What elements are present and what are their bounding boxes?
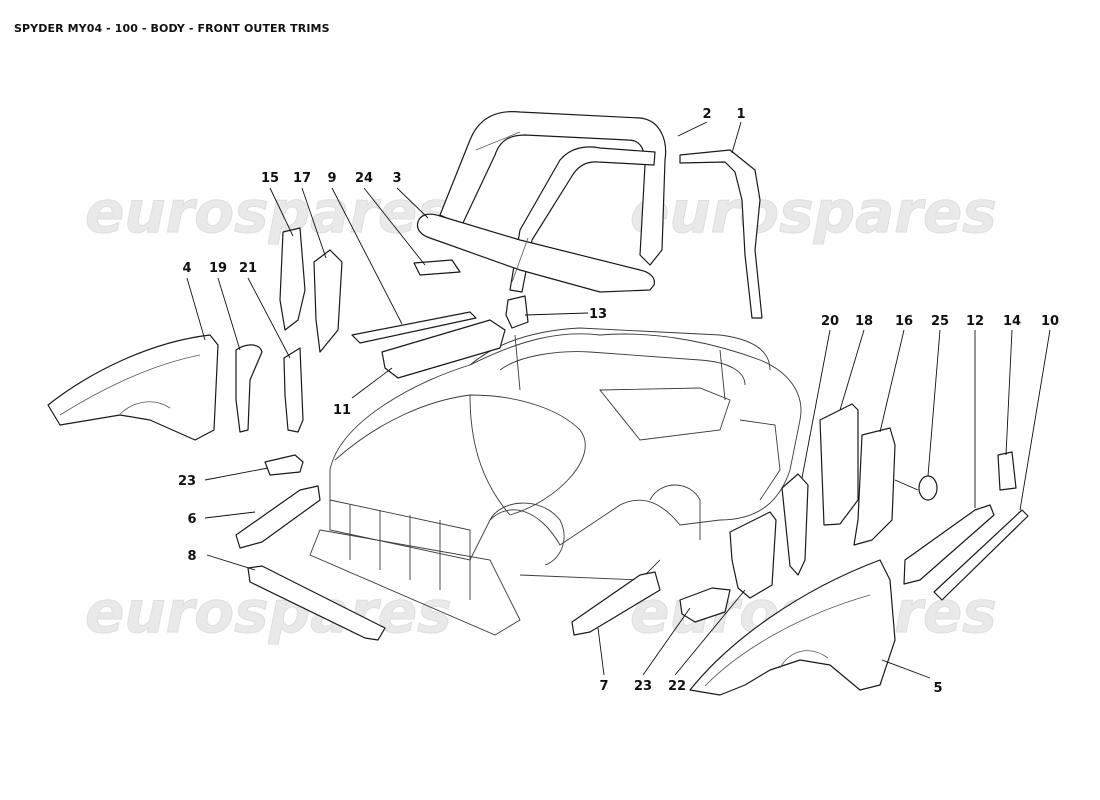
part-22-panel <box>729 511 777 599</box>
callout-5: 5 <box>933 681 942 696</box>
part-21-inner-panel <box>283 347 304 433</box>
callout-23-left: 23 <box>178 474 196 489</box>
part-19-trim <box>235 344 263 433</box>
callout-17: 17 <box>293 171 311 186</box>
callout-13: 13 <box>589 307 607 322</box>
callout-21: 21 <box>239 261 257 276</box>
part-17-pillar-trim <box>313 249 343 353</box>
callout-4: 4 <box>182 261 191 276</box>
callout-7: 7 <box>599 679 608 694</box>
part-25-grommet <box>918 475 938 501</box>
parts <box>47 111 1029 696</box>
part-13-clip <box>505 295 529 329</box>
callout-9: 9 <box>327 171 336 186</box>
callout-23-right: 23 <box>634 679 652 694</box>
part-15-pillar-trim <box>279 227 306 331</box>
leader-lines <box>186 121 1051 679</box>
callout-3: 3 <box>392 171 401 186</box>
watermark-text: eurospares <box>630 178 997 246</box>
callout-6: 6 <box>187 512 196 527</box>
part-4-front-wing-left <box>47 334 219 441</box>
callout-22: 22 <box>668 679 686 694</box>
part-6-strut <box>235 485 321 549</box>
part-5-front-wing-right <box>689 559 896 696</box>
callout-20: 20 <box>821 314 839 329</box>
callout-12: 12 <box>966 314 984 329</box>
callout-10: 10 <box>1041 314 1059 329</box>
callout-18: 18 <box>855 314 873 329</box>
callout-15: 15 <box>261 171 279 186</box>
callout-14: 14 <box>1003 314 1021 329</box>
page-title: SPYDER MY04 - 100 - BODY - FRONT OUTER T… <box>14 22 330 35</box>
part-2-windscreen-frame <box>439 111 667 266</box>
callout-1: 1 <box>736 107 745 122</box>
car-body-shell <box>309 327 802 636</box>
callout-11: 11 <box>333 403 351 418</box>
part-23-bracket-right <box>679 587 731 623</box>
part-2-windscreen-inner <box>509 146 656 293</box>
part-16-pillar-panel <box>853 427 896 546</box>
part-1-a-pillar-trim <box>679 149 763 319</box>
watermark-text: eurospares <box>85 178 452 246</box>
part-14-clip <box>997 451 1017 491</box>
part-8-crossmember <box>247 565 386 641</box>
part-11-reinforcement <box>381 319 506 379</box>
callout-25: 25 <box>931 314 949 329</box>
callout-8: 8 <box>187 549 196 564</box>
part-20-trim <box>781 473 809 576</box>
callouts: 1 2 3 24 9 17 15 4 19 21 13 11 23 6 8 20… <box>178 107 1059 696</box>
part-3-header-trim <box>416 213 655 293</box>
part-18-pillar-panel <box>819 403 859 526</box>
part-24-bracket <box>413 259 461 276</box>
part-23-bracket-left <box>264 454 304 476</box>
callout-2: 2 <box>702 107 711 122</box>
callout-19: 19 <box>209 261 227 276</box>
part-9-rail-strip <box>351 311 477 344</box>
part-10-sill-strip <box>933 509 1029 601</box>
callout-16: 16 <box>895 314 913 329</box>
callout-24: 24 <box>355 171 373 186</box>
part-7-lower-strut <box>571 571 661 636</box>
part-12-sill-trim <box>903 504 995 585</box>
